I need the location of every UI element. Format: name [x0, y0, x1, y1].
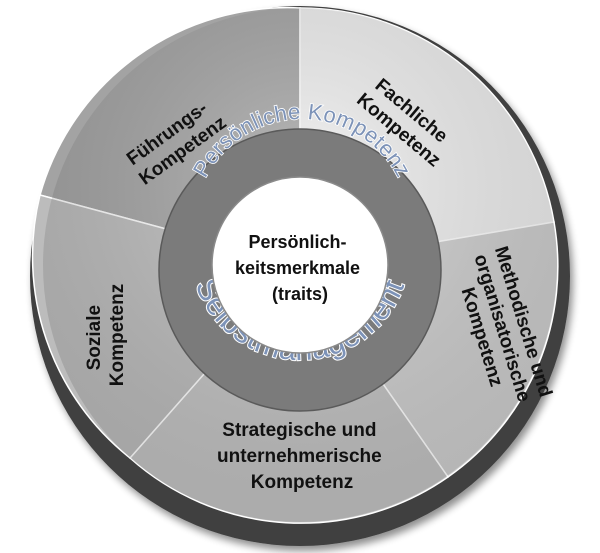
label-strategisch-line-1: Strategische und	[222, 420, 376, 441]
label-soziale-kompetenz: Soziale Kompetenz	[84, 284, 128, 386]
label-strategisch-line-3: Kompetenz	[251, 472, 353, 493]
label-strategische-kompetenz: Strategische und unternehmerische Kompet…	[217, 420, 387, 493]
core-line-1: Persönlich-	[248, 232, 346, 252]
core-line-2: keitsmerkmale	[235, 258, 360, 278]
label-sozial-line-2: Kompetenz	[107, 284, 128, 386]
core-label: Persönlich- keitsmerkmale (traits)	[235, 232, 365, 304]
label-strategisch-line-2: unternehmerische	[217, 446, 382, 467]
label-sozial-line-1: Soziale	[84, 305, 105, 370]
core-line-3: (traits)	[272, 284, 328, 304]
core-circle	[211, 176, 389, 354]
